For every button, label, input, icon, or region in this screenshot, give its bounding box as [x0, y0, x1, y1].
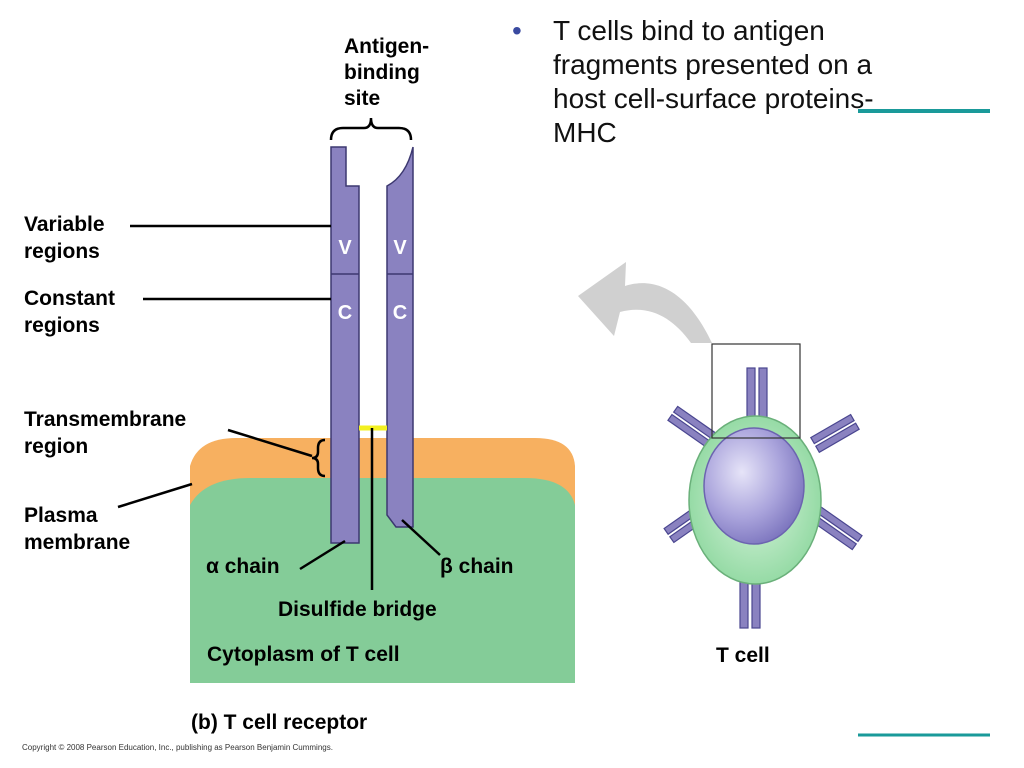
transmembrane-leader-line [227, 428, 313, 458]
plasma-membrane-label: Plasma membrane [24, 504, 130, 554]
disulfide-bridge-label: Disulfide bridge [278, 598, 437, 621]
alpha-chain [330, 146, 360, 544]
antigen-binding-brace [329, 117, 413, 141]
figure-caption: (b) T cell receptor [191, 711, 367, 734]
transmembrane-brace [311, 438, 326, 478]
zoom-arrow [578, 262, 712, 343]
cytoplasm-label: Cytoplasm of T cell [207, 643, 400, 666]
antigen-binding-site-label: Antigen- binding site [344, 35, 435, 110]
beta-chain-label: β chain [440, 555, 514, 578]
cytoplasm-region [190, 478, 575, 683]
bullet-text: T cells bind to antigen fragments presen… [553, 15, 874, 148]
alpha-constant-label: C [338, 302, 352, 324]
bullet-point: • T cells bind to antigen fragments pres… [512, 14, 932, 150]
copyright-notice: Copyright © 2008 Pearson Education, Inc.… [22, 743, 333, 752]
t-cell-label: T cell [716, 644, 770, 667]
beta-variable-label: V [393, 237, 407, 259]
transmembrane-region-label: Transmembrane region [24, 408, 192, 458]
zoom-box [711, 343, 801, 439]
beta-constant-label: C [393, 302, 407, 324]
t-cell-illustration [663, 343, 863, 629]
alpha-chain-leader-line [299, 539, 346, 571]
variable-regions-label: Variable regions [24, 213, 110, 263]
cell-nucleus [703, 427, 805, 545]
beta-chain-leader-line [401, 519, 441, 556]
alpha-variable-label: V [338, 237, 352, 259]
constant-regions-label: Constant regions [24, 287, 121, 337]
plasma-membrane-leader-line [117, 482, 193, 509]
beta-chain [386, 146, 414, 528]
bullet-dot: • [512, 15, 522, 46]
alpha-chain-label: α chain [206, 555, 280, 578]
